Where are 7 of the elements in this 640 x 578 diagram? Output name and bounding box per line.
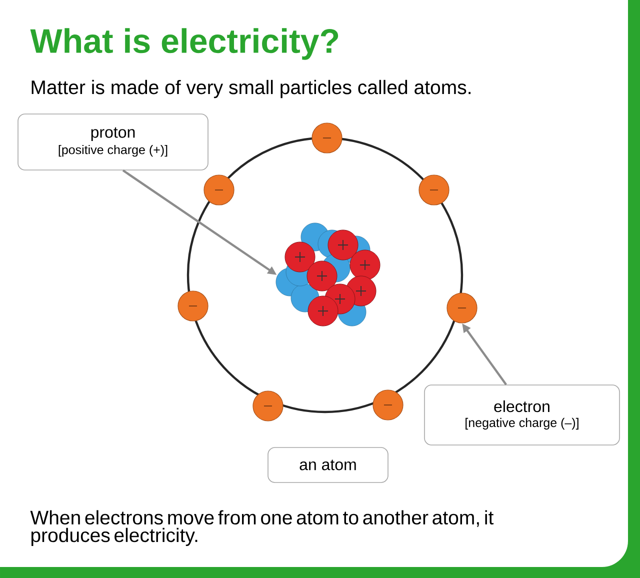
electron-ball bbox=[446, 292, 478, 324]
label-box: proton [positive charge (+)] bbox=[18, 114, 208, 170]
title: What is electricity? bbox=[30, 28, 338, 60]
label-box: an atom bbox=[268, 447, 388, 483]
summary-text: When electrons move from one atom to another atom, it produces electricity. bbox=[30, 510, 494, 546]
nucleus-drawing bbox=[276, 222, 380, 326]
label-box: electron [negative charge (–)] bbox=[424, 384, 620, 446]
